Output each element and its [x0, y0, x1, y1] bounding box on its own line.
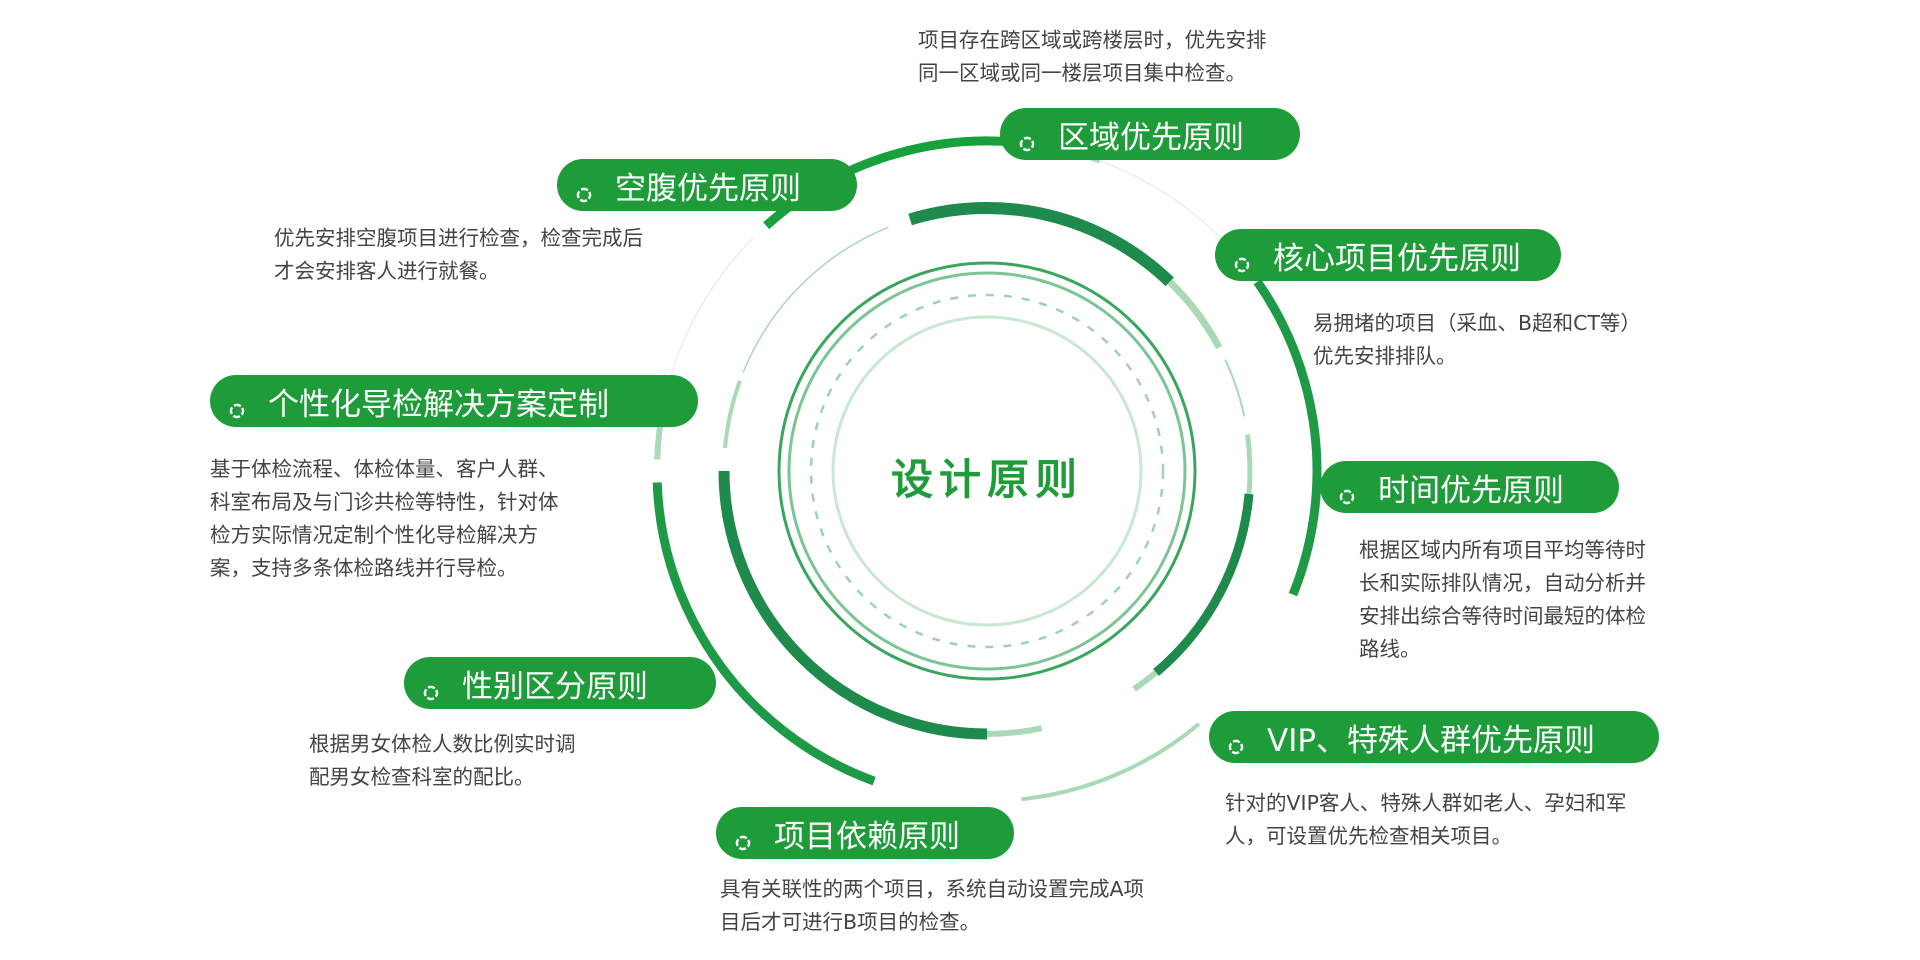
ring-dashed [809, 293, 1165, 649]
ring-inner-1 [777, 261, 1197, 681]
principle-title: VIP、特殊人群优先原则 [1267, 722, 1596, 759]
desc-line: 科室布局及与门诊共检等特性，针对体 [210, 490, 559, 514]
outer-arc-left [652, 482, 787, 735]
principle-desc-core: 易拥堵的项目（采血、B超和CT等） 优先安排排队。 [1313, 307, 1641, 373]
ring-arc [723, 380, 742, 449]
desc-line: 安排出综合等待时间最短的体检 [1359, 604, 1646, 628]
principle-title: 空腹优先原则 [615, 170, 801, 207]
desc-line: 针对的VIP客人、特殊人群如老人、孕妇和军 [1225, 791, 1627, 815]
ring-arc [742, 226, 889, 373]
ring-icon [734, 824, 752, 851]
ring-inner-2 [787, 271, 1187, 671]
desc-line: 基于体检流程、体检体量、客户人群、 [210, 457, 559, 481]
ring-icon [422, 674, 440, 701]
principle-title: 核心项目优先原则 [1273, 240, 1521, 277]
principle-desc-region: 项目存在跨区域或跨楼层时，优先安排同一区域或同一楼层项目集中检查。 [918, 24, 1267, 90]
principle-desc-fasting: 优先安排空腹项目进行检查，检查完成后才会安排客人进行就餐。 [274, 222, 643, 288]
desc-line: 项目存在跨区域或跨楼层时，优先安排 [918, 28, 1267, 52]
desc-line: 配男女检查科室的配比。 [309, 765, 535, 789]
outer-arc-bottom-left [781, 727, 876, 786]
principle-desc-gender: 根据男女体检人数比例实时调配男女检查科室的配比。 [309, 728, 576, 794]
inner-arc-left [718, 470, 988, 740]
desc-line: 具有关联性的两个项目，系统自动设置完成A项 [720, 877, 1145, 901]
desc-line: 路线。 [1359, 637, 1421, 661]
desc-line: 根据区域内所有项目平均等待时 [1359, 538, 1646, 562]
desc-line: 根据男女体检人数比例实时调 [309, 732, 576, 756]
desc-line: 检方实际情况定制个性化导检解决方 [210, 523, 538, 547]
ring-icon [228, 392, 246, 419]
principle-title: 性别区分原则 [462, 668, 648, 705]
desc-line: 人，可设置优先检查相关项目。 [1225, 824, 1512, 848]
principle-desc-dependency: 具有关联性的两个项目，系统自动设置完成A项目后才可进行B项目的检查。 [720, 873, 1144, 939]
desc-line: 才会安排客人进行就餐。 [274, 259, 500, 283]
desc-line: 优先安排排队。 [1313, 344, 1457, 368]
principle-desc-time: 根据区域内所有项目平均等待时长和实际排队情况，自动分析并安排出综合等待时间最短的… [1359, 534, 1646, 666]
ring-icon [1233, 246, 1251, 273]
principle-desc-vip: 针对的VIP客人、特殊人群如老人、孕妇和军人，可设置优先检查相关项目。 [1225, 787, 1626, 853]
principle-pill-gender: 性别区分原则 [404, 657, 716, 709]
ring-arc [1167, 279, 1223, 350]
principle-desc-custom: 基于体检流程、体检体量、客户人群、科室布局及与门诊共检等特性，针对体检方实际情况… [210, 453, 559, 585]
principle-pill-dependency: 项目依赖原则 [716, 807, 1014, 859]
principle-title: 个性化导检解决方案定制 [268, 386, 609, 423]
desc-line: 优先安排空腹项目进行检查，检查完成后 [274, 226, 643, 250]
principle-title: 时间优先原则 [1378, 472, 1564, 509]
principle-pill-region: 区域优先原则 [1000, 108, 1300, 160]
ring-core [831, 315, 1143, 627]
ring-arc [1224, 359, 1246, 417]
desc-line: 同一区域或同一楼层项目集中检查。 [918, 61, 1246, 85]
ring-icon [1018, 125, 1036, 152]
desc-line: 案，支持多条体检路线并行导检。 [210, 556, 518, 580]
ring-arc [1244, 434, 1253, 495]
outer-arc-bottom-right [1021, 722, 1201, 802]
principle-title: 区域优先原则 [1058, 119, 1244, 156]
inner-arc-top [908, 202, 1174, 287]
desc-line: 长和实际排队情况，自动分析并 [1359, 571, 1646, 595]
desc-line: 易拥堵的项目（采血、B超和CT等） [1313, 311, 1641, 335]
principle-title: 项目依赖原则 [774, 818, 960, 855]
inner-arc-right [1153, 493, 1254, 676]
ring-arc [986, 725, 1043, 737]
principle-pill-core: 核心项目优先原则 [1215, 229, 1561, 281]
center-title: 设计原则 [890, 455, 1083, 504]
ring-icon [575, 176, 593, 203]
principle-pill-time: 时间优先原则 [1320, 461, 1619, 513]
ring-icon [1227, 728, 1245, 755]
outer-arc-right [1253, 279, 1322, 597]
principle-pill-vip: VIP、特殊人群优先原则 [1209, 711, 1659, 763]
ring-arc [1132, 670, 1158, 692]
ring-icon [1338, 478, 1356, 505]
principle-pill-fasting: 空腹优先原则 [557, 159, 857, 211]
principle-pill-custom: 个性化导检解决方案定制 [210, 375, 698, 427]
desc-line: 目后才可进行B项目的检查。 [720, 910, 981, 934]
